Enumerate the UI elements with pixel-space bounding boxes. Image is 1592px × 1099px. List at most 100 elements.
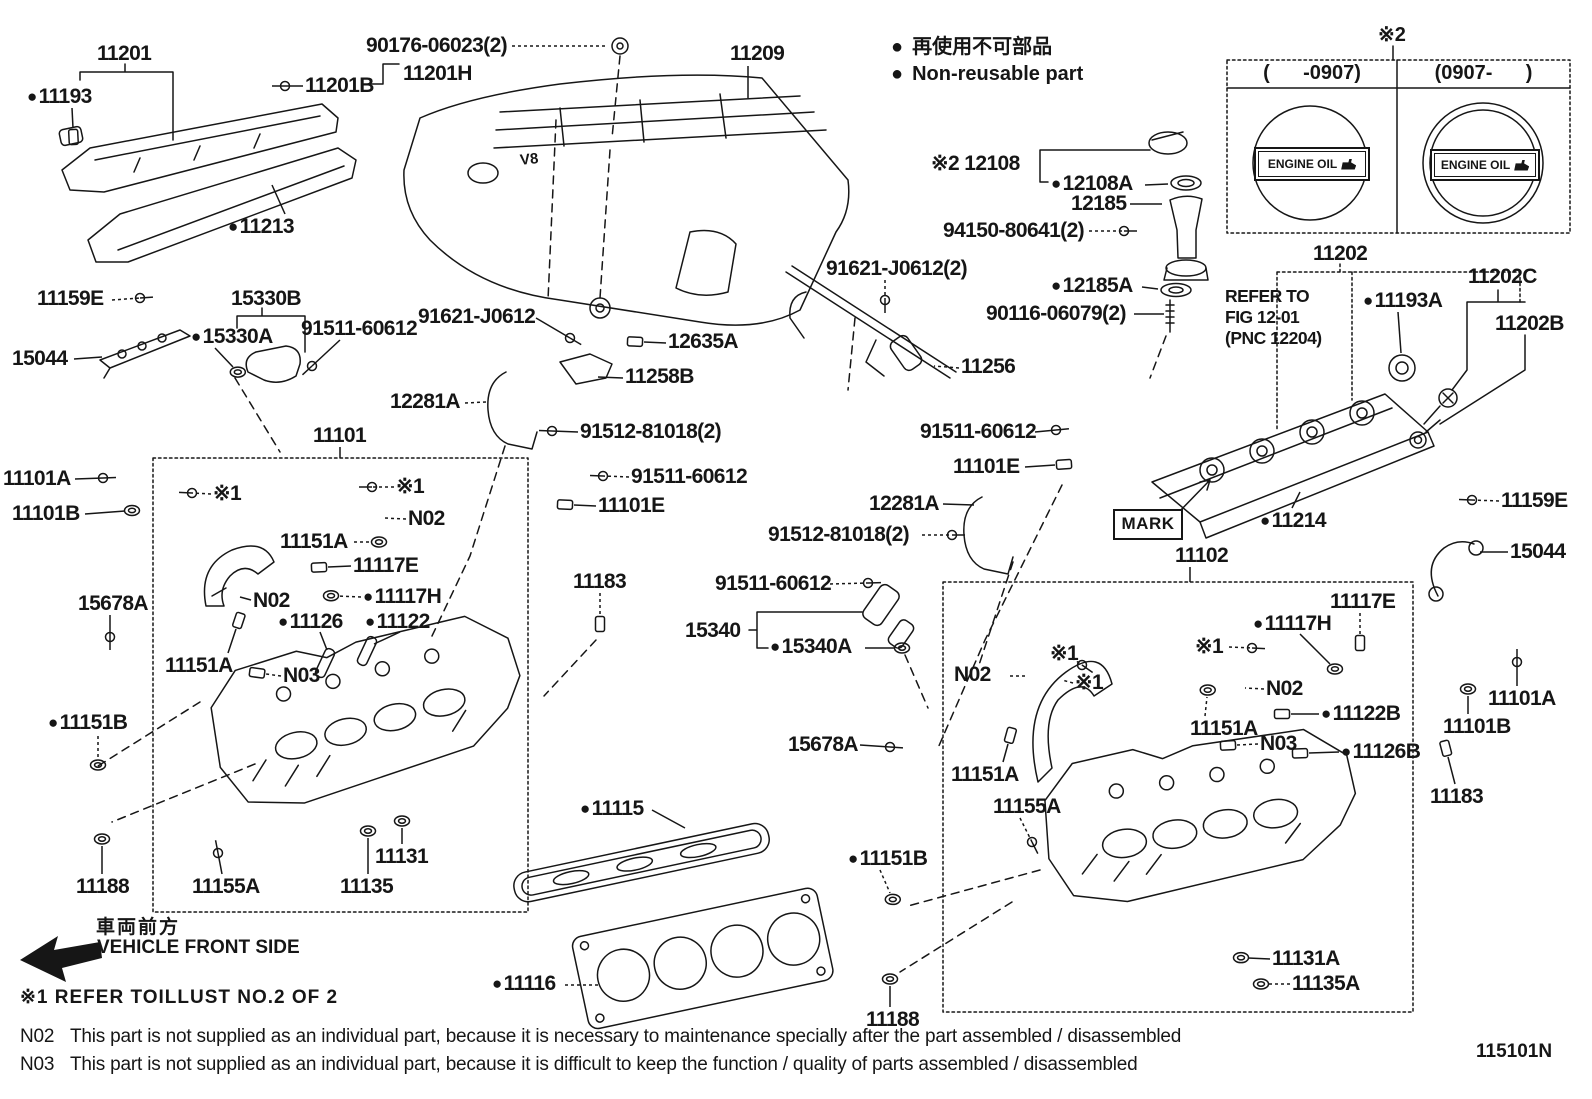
part-label-11193A[interactable]: ●11193A xyxy=(1363,290,1443,311)
part-label-11159E[interactable]: 11159E xyxy=(1501,490,1568,511)
refer-note-line: REFER TO xyxy=(1225,286,1310,306)
part-label-11213[interactable]: ●11213 xyxy=(228,216,295,237)
part-label-11116[interactable]: ●11116 xyxy=(492,973,556,994)
part-label-11151A[interactable]: 11151A xyxy=(280,531,348,552)
part-label-11101E[interactable]: 11101E xyxy=(953,456,1020,477)
part-label-11183[interactable]: 11183 xyxy=(1430,786,1484,807)
part-label-11188[interactable]: 11188 xyxy=(866,1009,920,1030)
part-label-11131A[interactable]: 11131A xyxy=(1272,948,1340,969)
part-label-11193[interactable]: ●11193 xyxy=(27,86,92,107)
part-label-11126[interactable]: ●11126 xyxy=(278,611,343,632)
part-number-text: N02 xyxy=(253,589,290,612)
part-label-11131[interactable]: 11131 xyxy=(375,846,429,867)
part-label-15678A[interactable]: 15678A xyxy=(788,734,859,755)
part-label-11256[interactable]: 11256 xyxy=(961,356,1016,377)
part-label-90116060792[interactable]: 90116-06079(2) xyxy=(986,303,1127,324)
leader-line xyxy=(573,504,597,507)
leader-line xyxy=(265,673,282,677)
part-label-11202B[interactable]: 11202B xyxy=(1495,313,1564,334)
part-label-11101A[interactable]: 11101A xyxy=(3,468,71,489)
oil-can-icon xyxy=(1341,158,1357,170)
part-label-11209[interactable]: 11209 xyxy=(730,43,785,64)
part-label-11151A[interactable]: 11151A xyxy=(1190,718,1258,739)
part-label-91621J0612[interactable]: 91621-J0612 xyxy=(418,306,536,327)
part-label-15044[interactable]: 15044 xyxy=(12,348,68,369)
part-label-1[interactable]: ※1 xyxy=(213,483,242,504)
part-label-11135A[interactable]: 11135A xyxy=(1292,973,1360,994)
part-label-91621J06122[interactable]: 91621-J0612(2) xyxy=(826,258,968,279)
part-label-12635A[interactable]: 12635A xyxy=(668,331,739,352)
part-label-1[interactable]: ※1 xyxy=(1050,643,1079,664)
part-label-90176060232[interactable]: 90176-06023(2) xyxy=(366,35,508,56)
part-label-212108[interactable]: ※2 12108 xyxy=(931,153,1020,174)
part-label-11135[interactable]: 11135 xyxy=(340,875,394,898)
part-label-11155A[interactable]: 11155A xyxy=(192,876,260,897)
diagram-id: 115101N xyxy=(1476,1041,1553,1062)
part-label-9151160612[interactable]: 91511-60612 xyxy=(715,573,832,594)
part-label-N03[interactable]: N03 xyxy=(1260,733,1297,754)
part-label-11115[interactable]: ●11115 xyxy=(580,798,644,819)
part-label-12108A[interactable]: ●12108A xyxy=(1051,173,1133,194)
part-label-11117E[interactable]: 11117E xyxy=(1330,591,1396,612)
part-label-N02[interactable]: N02 xyxy=(408,508,445,529)
part-label-12281A[interactable]: 12281A xyxy=(390,391,461,412)
part-label-11202C[interactable]: 11202C xyxy=(1468,266,1537,287)
part-label-N02[interactable]: N02 xyxy=(954,664,991,685)
part-label-15330A[interactable]: ●15330A xyxy=(191,326,273,347)
part-number-text: 11135 xyxy=(340,875,394,898)
non-reusable-dot: ● xyxy=(1253,614,1263,633)
part-label-11101B[interactable]: 11101B xyxy=(12,503,80,524)
part-label-11151B[interactable]: ●11151B xyxy=(48,712,128,733)
ring-glyph xyxy=(1256,981,1266,987)
part-label-11126B[interactable]: ●11126B xyxy=(1341,741,1421,762)
part-label-11201B[interactable]: 11201B xyxy=(305,75,374,96)
part-label-11101A[interactable]: 11101A xyxy=(1488,688,1556,709)
part-label-11201H[interactable]: 11201H xyxy=(403,63,472,84)
part-label-11101E[interactable]: 11101E xyxy=(598,495,665,516)
part-label-15044[interactable]: 15044 xyxy=(1510,541,1566,562)
part-label-15340[interactable]: 15340 xyxy=(685,620,741,641)
part-label-11151A[interactable]: 11151A xyxy=(951,764,1019,785)
part-label-11258B[interactable]: 11258B xyxy=(625,366,694,387)
part-label-N02[interactable]: N02 xyxy=(1266,678,1303,699)
part-label-1[interactable]: ※1 xyxy=(1195,636,1224,657)
plug-glyph xyxy=(1291,747,1309,759)
part-label-12281A[interactable]: 12281A xyxy=(869,493,940,514)
part-label-11202[interactable]: 11202 xyxy=(1313,243,1368,264)
part-label-11151A[interactable]: 11151A xyxy=(165,655,233,676)
part-label-11214[interactable]: ●11214 xyxy=(1260,510,1327,531)
part-label-15678A[interactable]: 15678A xyxy=(78,593,149,614)
part-label-15330B[interactable]: 15330B xyxy=(231,288,302,309)
part-label-94150806412[interactable]: 94150-80641(2) xyxy=(943,220,1085,241)
leader-line xyxy=(84,510,126,515)
part-label-11102[interactable]: 11102 xyxy=(1175,545,1229,566)
part-label-N02[interactable]: N02 xyxy=(253,590,290,611)
part-label-91512810182[interactable]: 91512-81018(2) xyxy=(580,421,722,442)
part-label-11151B[interactable]: ●11151B xyxy=(848,848,928,869)
part-label-11122B[interactable]: ●11122B xyxy=(1321,703,1401,724)
part-label-11117H[interactable]: ●11117H xyxy=(1253,613,1332,634)
part-label-9151160612[interactable]: 91511-60612 xyxy=(631,466,748,487)
part-label-11183[interactable]: 11183 xyxy=(573,571,627,592)
part-label-9151160612[interactable]: 91511-60612 xyxy=(301,318,418,339)
part-label-15340A[interactable]: ●15340A xyxy=(770,636,852,657)
part-label-11155A[interactable]: 11155A xyxy=(993,796,1061,817)
part-label-1[interactable]: ※1 xyxy=(1075,672,1104,693)
part-label-11117H[interactable]: ●11117H xyxy=(363,586,442,607)
part-label-11122[interactable]: ●11122 xyxy=(365,611,430,632)
part-label-11188[interactable]: 11188 xyxy=(76,876,130,897)
part-number-text: 11151A xyxy=(1190,717,1258,740)
part-label-11159E[interactable]: 11159E xyxy=(37,288,104,309)
part-label-91512810182[interactable]: 91512-81018(2) xyxy=(768,524,910,545)
part-label-N03[interactable]: N03 xyxy=(283,665,320,686)
part-label-11117E[interactable]: 11117E xyxy=(353,555,419,576)
part-label-11201[interactable]: 11201 xyxy=(97,43,152,64)
part-label-9151160612[interactable]: 91511-60612 xyxy=(920,421,1037,442)
legend-line-jp: ●再使用不可部品 xyxy=(891,34,1083,61)
part-label-1[interactable]: ※1 xyxy=(396,476,425,497)
part-label-12185A[interactable]: ●12185A xyxy=(1051,275,1133,296)
part-label-11101[interactable]: 11101 xyxy=(313,425,367,446)
part-label-11101B[interactable]: 11101B xyxy=(1443,716,1511,737)
part-label-12185[interactable]: 12185 xyxy=(1071,193,1127,214)
